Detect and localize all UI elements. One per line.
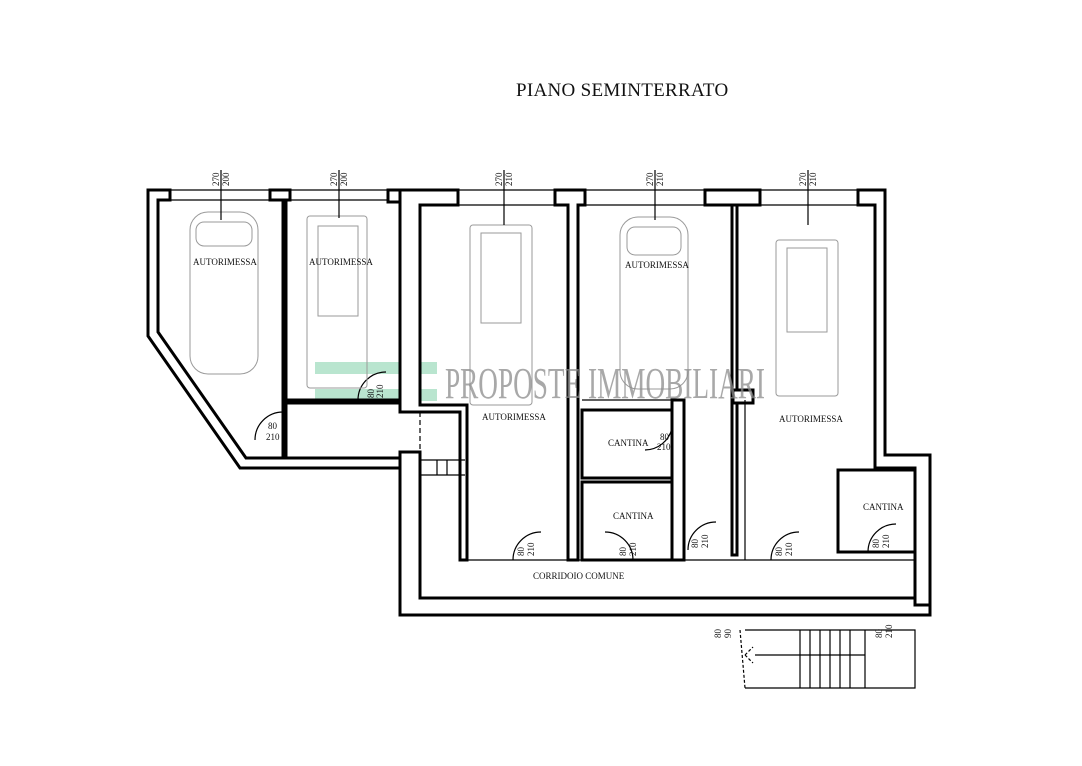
room-label-cantina-1: CANTINA <box>608 438 649 448</box>
room-labels: AUTORIMESSA AUTORIMESSA AUTORIMESSA AUTO… <box>193 257 904 581</box>
door-dim: 210 <box>784 542 794 556</box>
garage-door-dimensions: 270 200 270 200 270 210 270 210 270 210 <box>211 172 818 186</box>
room-label-cantina-3: CANTINA <box>863 502 904 512</box>
room-label-corridor: CORRIDOIO COMUNE <box>533 571 625 581</box>
car-drawings <box>189 211 839 406</box>
garage-door-dim: 210 <box>655 172 665 186</box>
garage-door-dim: 270 <box>494 172 504 186</box>
room-label-garage-4: AUTORIMESSA <box>625 260 689 270</box>
room-label-garage-1: AUTORIMESSA <box>193 257 257 267</box>
door-dim: 210 <box>884 624 894 638</box>
garage-door-dim: 270 <box>798 172 808 186</box>
door-dim: 80 <box>774 547 784 557</box>
door-dim: 80 <box>713 629 723 639</box>
walls <box>146 188 932 689</box>
watermark-text: PROPOSTE IMMOBILIARI <box>445 359 765 408</box>
room-label-garage-5: AUTORIMESSA <box>779 414 843 424</box>
door-dim: 210 <box>266 432 280 442</box>
garage-door-dim: 270 <box>211 172 221 186</box>
plan-title: PIANO SEMINTERRATO <box>516 80 729 101</box>
garage-door-dim: 270 <box>645 172 655 186</box>
garage-door-dim: 210 <box>504 172 514 186</box>
door-dim: 210 <box>628 542 638 556</box>
room-label-cantina-2: CANTINA <box>613 511 654 521</box>
door-dim: 80 <box>690 539 700 549</box>
door-swings <box>254 371 897 561</box>
garage-door-dim: 200 <box>339 172 349 186</box>
room-label-garage-2: AUTORIMESSA <box>309 257 373 267</box>
door-dim: 80 <box>618 547 628 557</box>
door-dim: 80 <box>871 539 881 549</box>
door-dimensions: 80 210 80 210 80 210 80 210 80 210 80 21… <box>266 384 894 638</box>
door-dim: 210 <box>881 534 891 548</box>
garage-door-dim: 200 <box>221 172 231 186</box>
door-dim: 210 <box>375 384 385 398</box>
garage-door-dim: 210 <box>808 172 818 186</box>
door-dim: 80 <box>366 389 376 399</box>
door-dim: 80 <box>516 547 526 557</box>
garage-door-dim: 270 <box>329 172 339 186</box>
door-dim: 90 <box>723 629 733 639</box>
door-dim: 210 <box>657 442 671 452</box>
dimension-lines <box>220 170 809 225</box>
door-dim: 80 <box>660 432 670 442</box>
door-dim: 210 <box>526 542 536 556</box>
door-dim: 80 <box>874 629 884 639</box>
room-label-garage-3: AUTORIMESSA <box>482 412 546 422</box>
door-dim: 210 <box>700 534 710 548</box>
door-dim: 80 <box>268 421 278 431</box>
